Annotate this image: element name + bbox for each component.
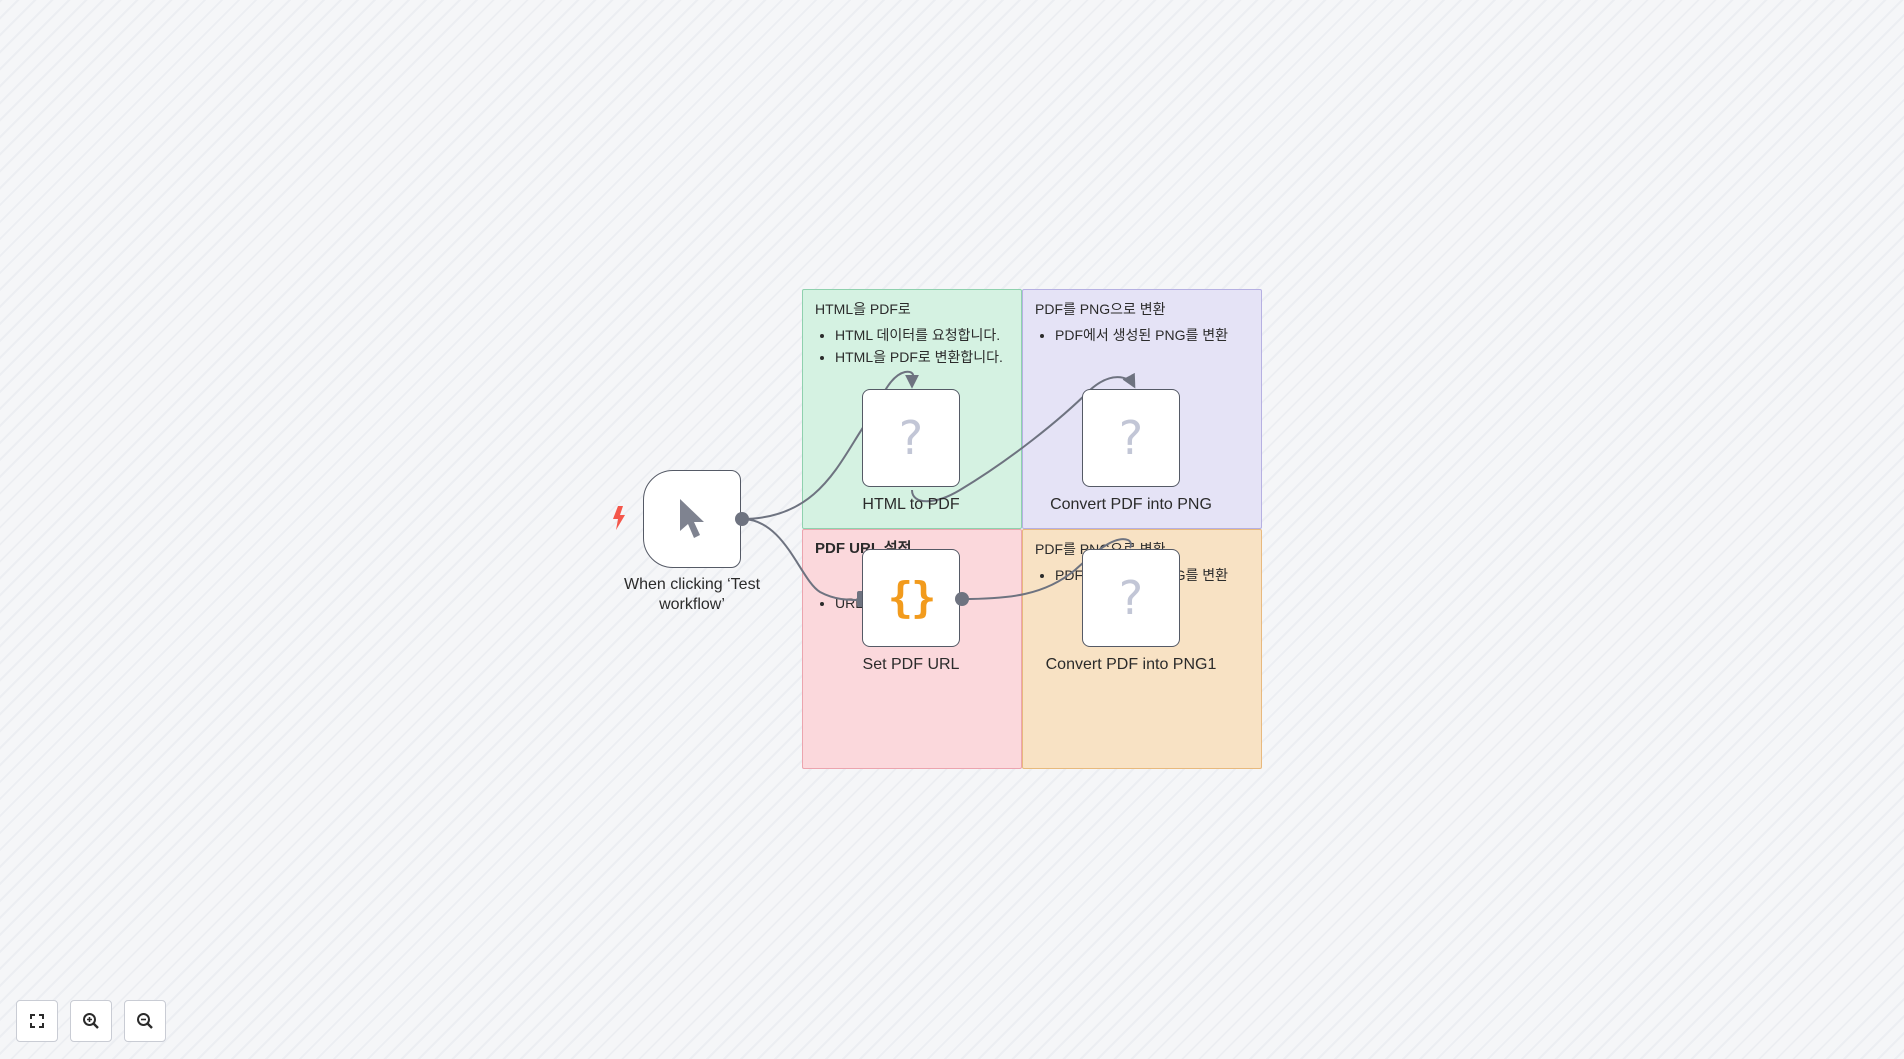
node-manual-trigger[interactable] (643, 470, 741, 568)
node-set-pdf-url[interactable]: {} (862, 549, 960, 647)
node-convert-pdf-into-png[interactable]: ? (1082, 389, 1180, 487)
node-label: When clicking ‘Test workflow’ (623, 576, 761, 613)
question-icon: ? (1118, 571, 1144, 625)
sticky-note-title: HTML을 PDF로 (815, 301, 911, 317)
node-convert-pdf-into-png1[interactable]: ? (1082, 549, 1180, 647)
node-label: HTML to PDF (862, 496, 960, 513)
zoom-in-button[interactable] (70, 1000, 112, 1042)
trigger-bolt-icon (613, 506, 625, 530)
node-html-to-pdf[interactable]: ? (862, 389, 960, 487)
sticky-note-title: PDF를 PNG으로 변환 (1035, 301, 1166, 317)
zoom-out-icon (137, 1013, 153, 1029)
zoom-out-button[interactable] (124, 1000, 166, 1042)
node-label: Convert PDF into PNG1 (1045, 656, 1217, 673)
output-handle[interactable] (955, 592, 969, 606)
fit-view-icon (30, 1014, 44, 1028)
input-handle[interactable] (857, 591, 865, 607)
question-icon: ? (1118, 411, 1144, 465)
node-label: Set PDF URL (862, 656, 960, 673)
sticky-note-item: HTML을 PDF로 변환합니다. (835, 346, 1009, 368)
cursor-icon (680, 499, 704, 538)
fit-view-button[interactable] (16, 1000, 58, 1042)
question-icon: ? (898, 411, 924, 465)
braces-icon: {} (887, 573, 937, 622)
output-handle[interactable] (735, 512, 749, 526)
zoom-in-icon (83, 1013, 99, 1029)
sticky-note-item: PDF에서 생성된 PNG를 변환 (1055, 324, 1249, 346)
sticky-note-item: HTML 데이터를 요청합니다. (835, 324, 1009, 346)
node-label: Convert PDF into PNG (1050, 496, 1212, 513)
